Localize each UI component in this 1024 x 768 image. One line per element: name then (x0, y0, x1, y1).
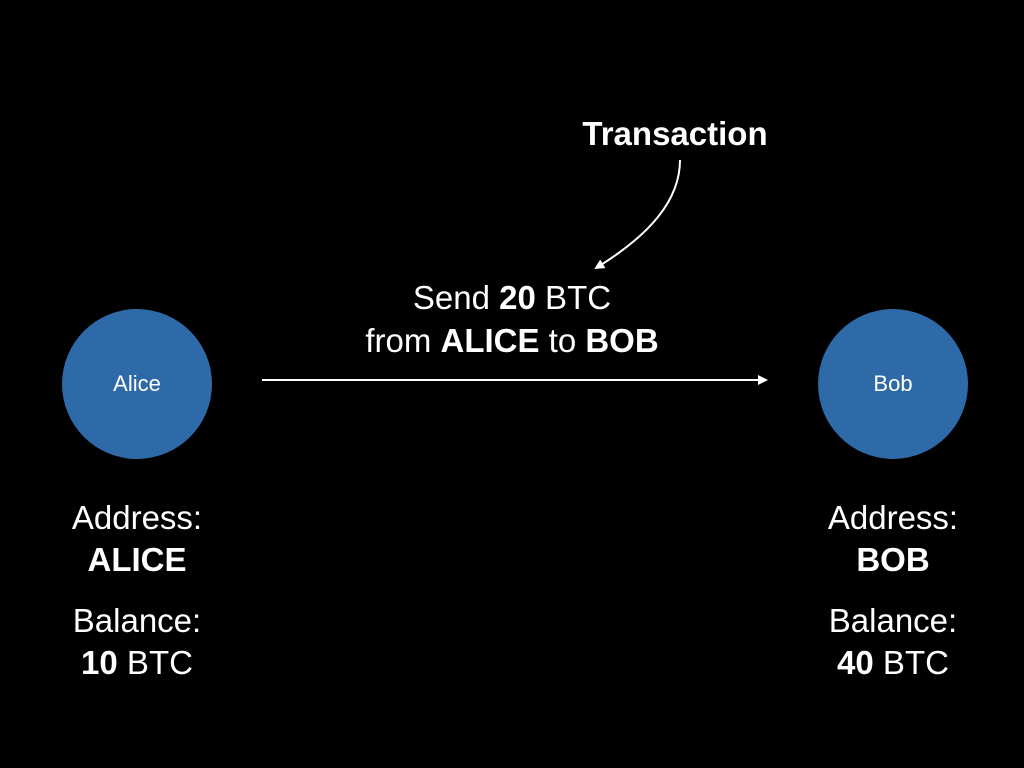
send-prefix: Send (412, 279, 500, 316)
bob-balance-amount: 40 (837, 644, 874, 681)
alice-node-label: Alice (113, 371, 161, 396)
alice-balance-label: Balance: (72, 602, 202, 639)
bob-balance-block: Balance: 40 BTC (783, 600, 1003, 684)
bob-address-value: BOB (856, 541, 930, 578)
callout-arrow (594, 159, 681, 270)
transaction-description: Send 20 BTC from ALICE to BOB (312, 276, 712, 362)
transaction-amount-line: Send 20 BTC (312, 276, 712, 319)
transaction-parties-line: from ALICE to BOB (312, 319, 712, 362)
bob-balance-label: Balance: (828, 602, 958, 639)
alice-balance-amount: 10 (81, 644, 118, 681)
bob-address-label: Address: (827, 499, 959, 536)
bob-address-block: Address: BOB (783, 497, 1003, 581)
transaction-unit: BTC (535, 279, 612, 316)
bob-balance-value: 40 BTC (783, 642, 1003, 684)
alice-address-block: Address: ALICE (27, 497, 247, 581)
transaction-amount: 20 (499, 279, 536, 316)
bob-node: Bob (818, 309, 968, 459)
alice-address-value: ALICE (87, 541, 187, 578)
alice-address-label: Address: (71, 499, 203, 536)
alice-balance-block: Balance: 10 BTC (27, 600, 247, 684)
from-word: from (365, 322, 441, 359)
to-word: to (539, 322, 586, 359)
transaction-to: BOB (585, 322, 659, 359)
alice-node: Alice (62, 309, 212, 459)
alice-balance-unit: BTC (117, 644, 193, 681)
alice-balance-value: 10 BTC (27, 642, 247, 684)
bob-balance-unit: BTC (873, 644, 949, 681)
transaction-title: Transaction (582, 115, 768, 152)
transaction-from: ALICE (440, 322, 540, 359)
bob-node-label: Bob (873, 371, 913, 396)
